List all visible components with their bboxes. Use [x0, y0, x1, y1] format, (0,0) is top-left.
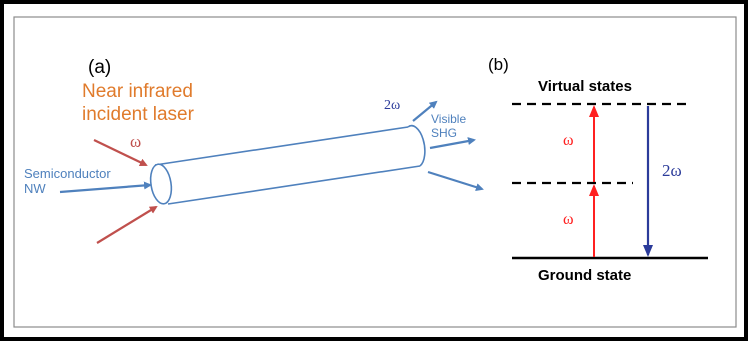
- panel-b-label: (b): [488, 55, 509, 74]
- nw-label: NW: [24, 181, 46, 196]
- laser-title-line2: incident laser: [82, 104, 194, 125]
- inner-border: [13, 16, 737, 328]
- shg-label: SHG: [431, 126, 458, 140]
- visible-label: Visible: [431, 112, 467, 126]
- incident-arrow-lower: [96, 205, 158, 244]
- laser-title-line1: Near infrared: [82, 81, 193, 102]
- virtual-states-label: Virtual states: [538, 78, 632, 95]
- shg-arrow-down: [427, 170, 484, 192]
- omega-upper-label: ω: [563, 132, 574, 149]
- shg-arrow-mid: [429, 137, 476, 150]
- two-omega-shg-label: 2ω: [384, 98, 401, 113]
- ground-state-label: Ground state: [538, 267, 632, 284]
- incident-arrow-upper: [93, 139, 148, 167]
- panel-a-label: (a): [88, 57, 112, 78]
- omega-incident-label: ω: [130, 132, 142, 151]
- omega-lower-label: ω: [563, 211, 574, 228]
- semiconductor-arrow: [59, 181, 152, 194]
- shg-arrow-up: [412, 100, 438, 122]
- nanowire: [149, 124, 426, 205]
- semiconductor-label: Semiconductor: [24, 166, 111, 181]
- two-omega-emission-label: 2ω: [662, 161, 682, 180]
